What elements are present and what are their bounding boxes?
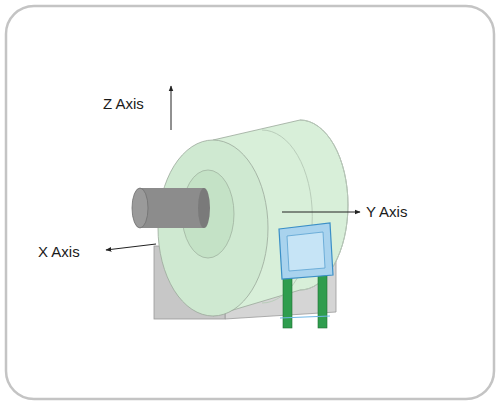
sensor-face [287, 232, 325, 271]
mount-plate [280, 316, 330, 318]
shaft [140, 188, 204, 228]
shaft-root [198, 188, 210, 228]
mount-leg [318, 268, 327, 328]
x-axis-arrow [106, 244, 156, 250]
axis-label: X Axis [38, 243, 80, 261]
shaft-end [132, 188, 148, 228]
z-axis-arrow [171, 86, 172, 130]
axis-label: Y Axis [366, 203, 407, 221]
y-axis-arrow [282, 212, 360, 213]
sensor-box [279, 223, 333, 279]
frame [6, 6, 494, 399]
axis-label: Z Axis [103, 95, 144, 113]
